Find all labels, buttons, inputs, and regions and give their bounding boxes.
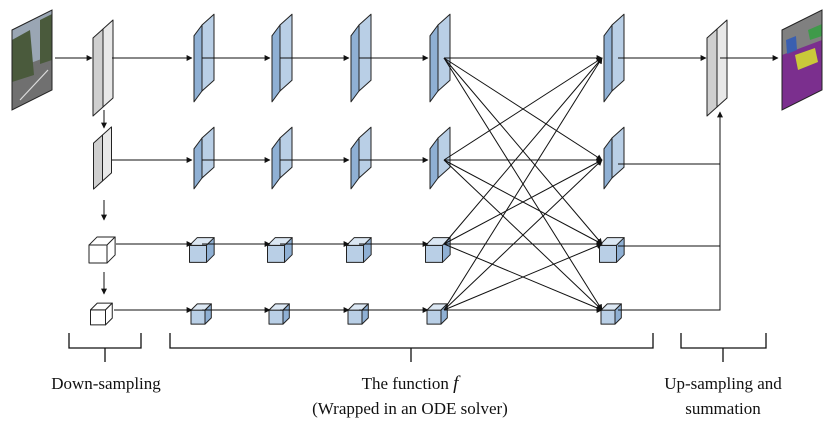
f-block-r1-c3-edge <box>429 137 439 190</box>
ode-solver-label: (Wrapped in an ODE solver) <box>312 399 508 418</box>
downsample-cube-2-side <box>106 236 116 264</box>
connection-arrows <box>55 55 779 313</box>
f-block-r2-c3-front <box>425 244 443 263</box>
f-block-r0-c3-edge <box>429 24 439 103</box>
arrow-fc-3-2 <box>443 243 603 311</box>
function-label: The function f <box>362 373 462 394</box>
f-block-r0-c1-edge <box>271 24 281 103</box>
output-block-r1-face <box>611 126 625 179</box>
bracket-function <box>169 333 654 362</box>
output-block-r3-front <box>600 309 616 325</box>
f-block-r3-c0 <box>190 303 212 325</box>
arrow-sum-up <box>618 111 723 311</box>
output-block-r1 <box>603 126 625 190</box>
f-block-r3-c1 <box>268 303 290 325</box>
input-image <box>11 9 53 111</box>
downsample-cube-3 <box>90 302 113 326</box>
f-block-r0-c2 <box>350 13 372 103</box>
f-block-r0-c3-face <box>437 13 451 92</box>
f-block-r2-c2 <box>346 237 372 263</box>
f-block-r1-c0-edge <box>193 137 203 190</box>
downsample-slab-1-face <box>102 126 112 182</box>
downsample-slab-1-edge <box>93 134 103 190</box>
f-block-r3-c2-front <box>347 309 363 325</box>
f-block-r0-c0-edge <box>193 24 203 103</box>
output-block-r3 <box>600 303 622 325</box>
f-block-r3-c0-side <box>204 303 212 325</box>
f-block-r1-c1-edge <box>271 137 281 190</box>
arrow-fc-2-0 <box>443 57 603 245</box>
feature-blocks <box>88 13 728 326</box>
f-block-r1-c0 <box>193 126 215 190</box>
f-block-r1-c3-face <box>437 126 451 179</box>
upsampling-label-line2: summation <box>685 399 761 418</box>
upsample-slab-face <box>716 19 728 108</box>
f-block-r3-c2-side <box>361 303 369 325</box>
f-block-r0-c1-face <box>279 13 293 92</box>
output-block-r3-side <box>614 303 622 325</box>
f-block-r1-c0-face <box>201 126 215 179</box>
downsample-slab-0 <box>92 19 114 117</box>
f-block-r0-c0-face <box>201 13 215 92</box>
f-block-r2-c0 <box>189 237 215 263</box>
output-block-r0-face <box>611 13 625 92</box>
arrow-fc-2-1 <box>443 159 603 245</box>
f-block-r0-c1 <box>271 13 293 103</box>
bracket-downsampling <box>68 333 142 362</box>
output-block-r2 <box>599 237 625 263</box>
downsample-slab-0-edge <box>92 28 104 117</box>
downsample-cube-2-front <box>88 244 108 264</box>
street-photo-icon <box>12 10 52 110</box>
output-image <box>781 9 823 111</box>
downsample-cube-3-side <box>105 302 113 326</box>
output-block-r2-side <box>616 237 625 263</box>
output-block-r1-edge <box>603 137 613 190</box>
f-block-r3-c3-front <box>426 309 442 325</box>
f-block-r3-c1-front <box>268 309 284 325</box>
segmentation-map-icon <box>782 10 822 110</box>
f-block-r0-c0 <box>193 13 215 103</box>
bracket-upsampling <box>680 333 767 362</box>
f-block-r2-c0-front <box>189 244 207 263</box>
f-block-r0-c3 <box>429 13 451 103</box>
output-block-r0-edge <box>603 24 613 103</box>
output-block-r0 <box>603 13 625 103</box>
upsampling-label-line1: Up-sampling and <box>664 374 782 393</box>
f-block-r3-c1-side <box>282 303 290 325</box>
f-block-r0-c2-face <box>358 13 372 92</box>
upsample-slab-edge <box>706 28 718 117</box>
f-block-r3-c0-front <box>190 309 206 325</box>
f-block-r3-c3 <box>426 303 448 325</box>
f-block-r1-c1 <box>271 126 293 190</box>
downsample-cube-2 <box>88 236 116 264</box>
function-symbol: f <box>453 373 461 394</box>
arrow-fc-1-0 <box>443 57 603 161</box>
f-block-r1-c3 <box>429 126 451 190</box>
f-block-r0-c2-edge <box>350 24 360 103</box>
arrow-fc-3-0 <box>443 57 603 311</box>
f-block-r1-c1-face <box>279 126 293 179</box>
f-block-r1-c2-face <box>358 126 372 179</box>
downsample-slab-0-face <box>102 19 114 108</box>
f-block-r2-c2-front <box>346 244 364 263</box>
downsampling-label: Down-sampling <box>51 374 161 393</box>
f-block-r2-c1 <box>267 237 293 263</box>
function-label-prefix: The function <box>362 374 454 393</box>
f-block-r1-c2 <box>350 126 372 190</box>
f-block-r2-c1-front <box>267 244 285 263</box>
output-block-r2-front <box>599 244 617 263</box>
downsample-slab-1 <box>93 126 112 190</box>
f-block-r1-c2-edge <box>350 137 360 190</box>
downsample-cube-3-front <box>90 309 106 326</box>
f-block-r3-c2 <box>347 303 369 325</box>
upsample-slab <box>706 19 728 117</box>
arrow-fc-3-1 <box>443 159 603 311</box>
